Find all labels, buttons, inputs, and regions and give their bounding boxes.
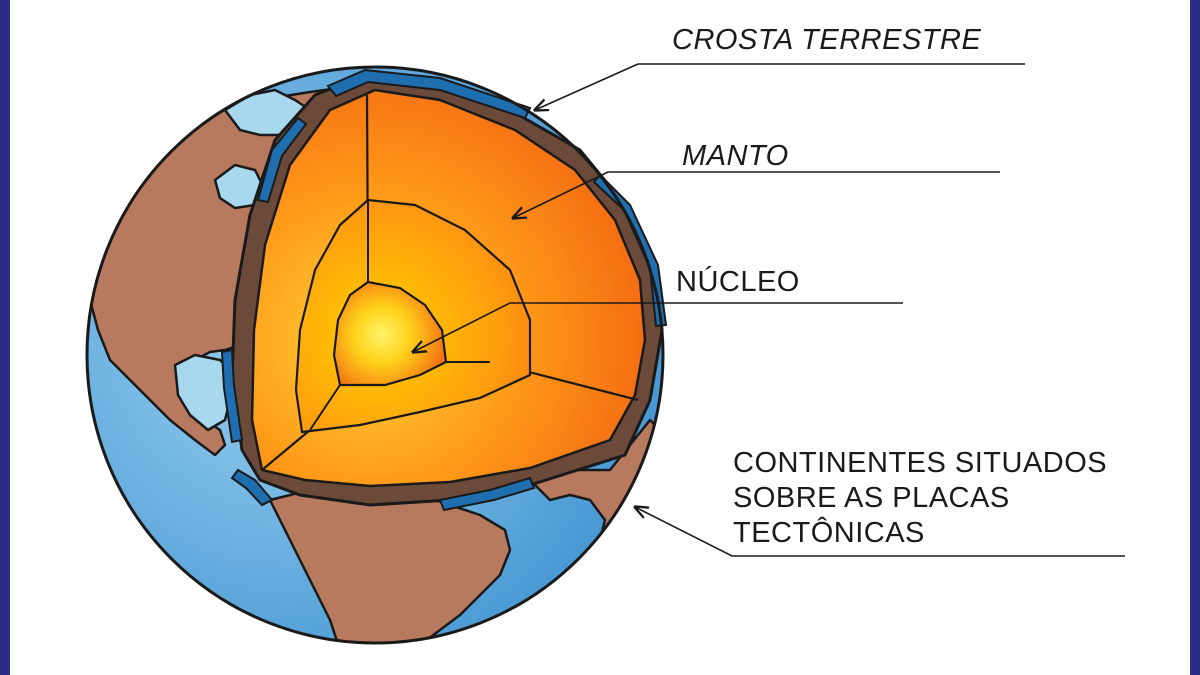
plate-bottom-right — [438, 476, 536, 512]
plate-left-top — [256, 116, 308, 204]
continents-leader-line — [635, 507, 1125, 557]
core-dividers — [309, 200, 490, 431]
globe-outline — [85, 65, 665, 645]
crust-leader-line — [535, 63, 1025, 110]
core-leader-line — [413, 302, 903, 352]
core-label: NÚCLEO — [676, 266, 800, 298]
plate-left-mid — [220, 348, 244, 444]
mantle-leader-line — [513, 171, 1000, 218]
continents-label: CONTINENTES SITUADOS SOBRE AS PLACAS TEC… — [733, 446, 1107, 551]
continents-label-line-2: SOBRE AS PLACAS — [733, 482, 1010, 514]
inner-core-layer — [332, 280, 448, 387]
continents-label-line-1: CONTINENTES SITUADOS — [733, 447, 1108, 479]
leader-lines — [413, 63, 1125, 557]
crust-label: CROSTA TERRESTRE — [672, 24, 982, 56]
continents-label-line-3: TECTÔNICAS — [733, 517, 925, 549]
plate-top — [326, 68, 532, 120]
mantle-label: MANTO — [682, 140, 789, 172]
earth-structure-diagram — [85, 63, 1125, 645]
plate-bottom-left — [230, 468, 274, 507]
